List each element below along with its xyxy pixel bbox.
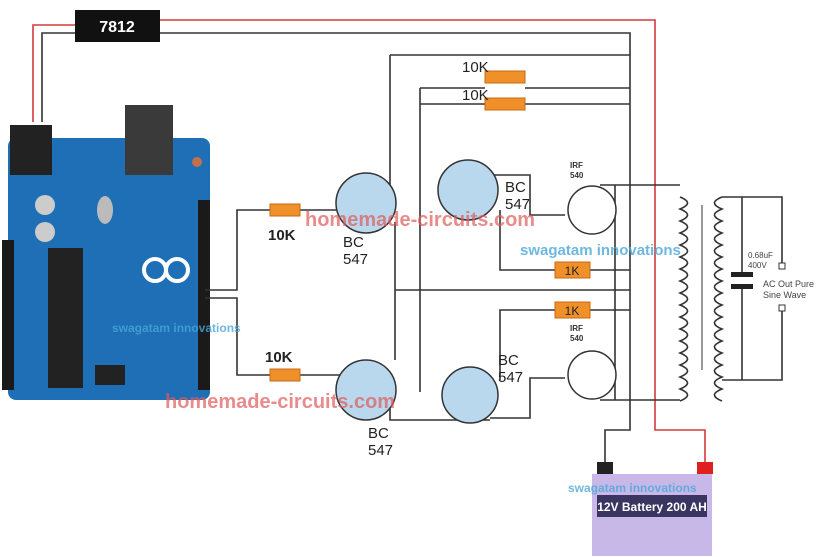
watermark-author-2: swagatam innovations [112, 321, 241, 335]
battery-positive-terminal [697, 462, 713, 474]
transistor-t1 [335, 172, 397, 234]
regulator-7812 [75, 10, 160, 42]
wire-battery-ground [160, 32, 631, 462]
transformer [677, 196, 783, 402]
output-label-2: Sine Wave [763, 290, 806, 300]
output-terminal-2 [778, 304, 786, 312]
t3-label: BC [368, 425, 389, 442]
wire-arduino-ground [41, 32, 75, 122]
resistor-top-2 [484, 97, 526, 111]
t3-label-num: 547 [368, 442, 393, 459]
watermark-author-3: swagatam innovations [568, 481, 697, 495]
t4-label: BC [498, 352, 519, 369]
m2-label: IRF [570, 324, 583, 333]
transistor-t4 [441, 366, 499, 424]
resistor-input-1-label: 10K [268, 227, 296, 244]
capacitor-plate [731, 284, 753, 289]
m1-label-num: 540 [570, 171, 584, 180]
capacitor-value: 0.68uF [748, 251, 773, 260]
resistor-input-1 [269, 203, 301, 217]
output-label: AC Out Pure [763, 279, 814, 289]
driver-wiring [389, 54, 680, 421]
resistor-input-2-label: 10K [265, 349, 293, 366]
regulator-label: 7812 [99, 19, 135, 36]
resistor-top-1-label: 10K [462, 59, 489, 76]
wire-arduino-positive [32, 24, 75, 122]
mosfet-m1 [567, 185, 617, 235]
watermark-author: swagatam innovations [520, 242, 681, 259]
resistor-gate-1-label: 1K [565, 264, 580, 278]
battery-negative-terminal [597, 462, 613, 474]
transistor-t3 [335, 359, 397, 421]
resistor-top-1 [484, 70, 526, 84]
output-terminal-1 [778, 262, 786, 270]
capacitor [731, 272, 753, 277]
watermark-site-2: homemade-circuits.com [165, 391, 395, 413]
battery-label-box [597, 495, 707, 517]
t1-label-num: 547 [343, 251, 368, 268]
mosfet-m2 [567, 350, 617, 400]
m1-label: IRF [570, 161, 583, 170]
resistor-gate-1 [554, 261, 591, 279]
battery-label: 12V Battery 200 AH [597, 500, 707, 514]
t4-label-num: 547 [498, 369, 523, 386]
capacitor-voltage: 400V [748, 261, 767, 270]
resistor-top-2-label: 10K [462, 87, 489, 104]
watermark-site: homemade-circuits.com [305, 209, 535, 231]
t1-label: BC [343, 234, 364, 251]
resistor-gate-2-label: 1K [565, 304, 580, 318]
arduino-uno-board [2, 105, 210, 400]
transistor-t2 [437, 159, 499, 221]
resistor-input-2 [269, 368, 301, 382]
t2-label: BC [505, 179, 526, 196]
t2-label-num: 547 [505, 196, 530, 213]
resistor-gate-2 [554, 301, 591, 319]
m2-label-num: 540 [570, 334, 584, 343]
wire-battery-positive [160, 19, 706, 462]
